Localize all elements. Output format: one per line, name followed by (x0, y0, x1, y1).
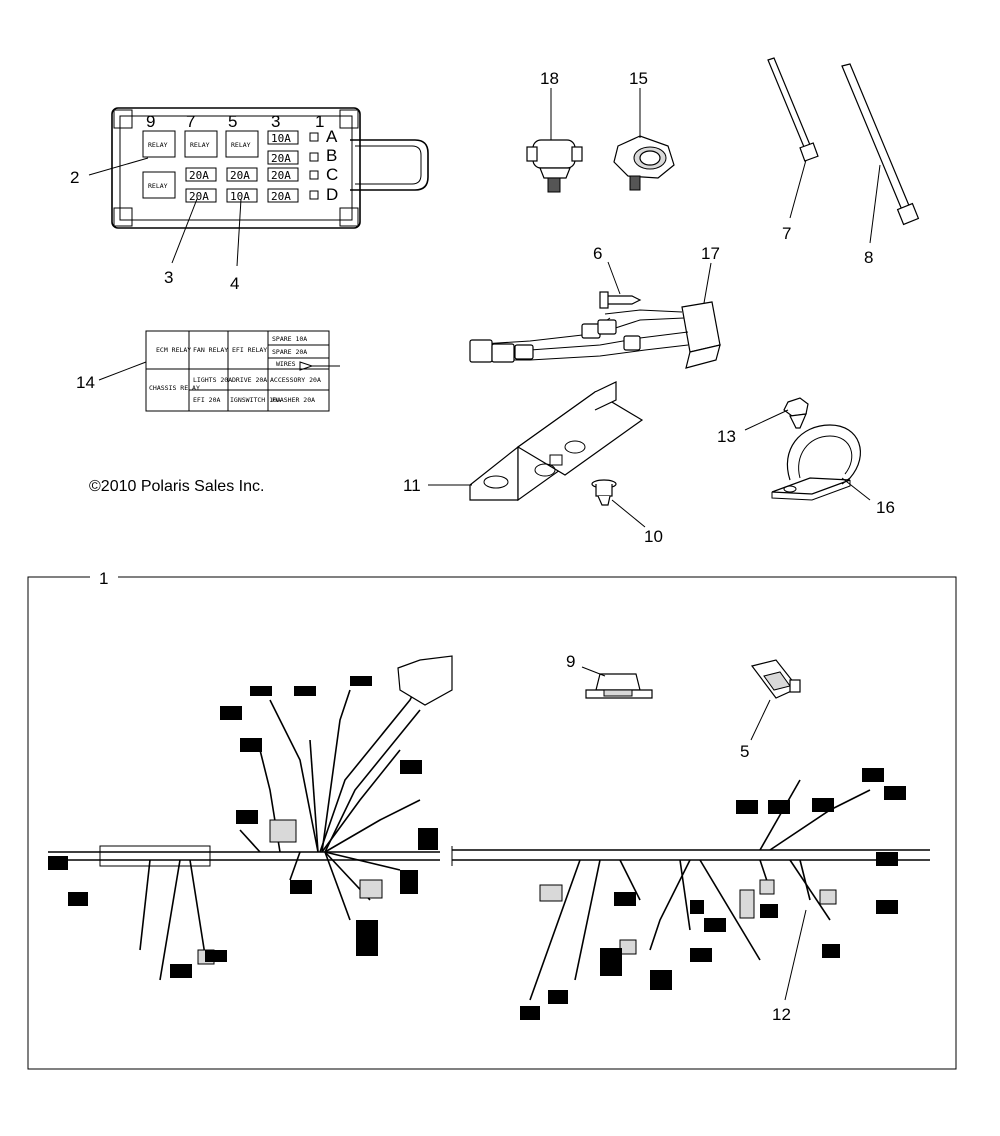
harness-tags (48, 676, 906, 1020)
harness-module-17 (469, 291, 721, 369)
callout-8: 8 (864, 248, 873, 267)
decal-ecm: ECM RELAY (156, 346, 191, 354)
relay-label-2: RELAY (190, 141, 210, 149)
harness-left (48, 655, 453, 981)
fuse-decal: ECM RELAY FAN RELAY EFI RELAY SPARE 10A … (145, 330, 340, 412)
p-clamp-16 (771, 424, 861, 501)
connector-5 (750, 659, 801, 699)
fuse-7: 10A (230, 190, 250, 203)
decal-accessory: ACCESSORY 20A (270, 376, 321, 384)
decal-efi: EFI RELAY (232, 346, 267, 354)
callout-6: 6 (593, 244, 602, 263)
callout-11: 11 (403, 476, 421, 495)
copyright: ©2010 Polaris Sales Inc. (89, 478, 264, 495)
fuse-box-col-5: 5 (228, 112, 237, 131)
decal-spare10: SPARE 10A (272, 335, 307, 343)
fuse-box-col-3: 3 (271, 112, 280, 131)
callout-18: 18 (540, 69, 559, 88)
decal-lights: LIGHTS 20A (193, 376, 232, 384)
callout-16: 16 (876, 498, 895, 517)
fuse-4: 20A (230, 169, 250, 182)
callout-7: 7 (782, 224, 791, 243)
screw-13 (783, 397, 809, 429)
decal-drive: DRIVE 20A (232, 376, 267, 384)
decal-flasher: FLASHER 20A (272, 396, 315, 404)
row-letter-a: A (326, 127, 338, 146)
bracket-11 (469, 381, 644, 502)
decal-ignswitch: IGNSWITCH 10A (230, 396, 281, 404)
fuse-8: 20A (271, 190, 291, 203)
harness-right (451, 779, 930, 1001)
decal-spare20: SPARE 20A (272, 348, 307, 356)
decal-chassis: CHASSIS RELAY (149, 384, 200, 392)
callout-15: 15 (629, 69, 648, 88)
callout-2: 2 (70, 168, 79, 187)
fuse-6: 20A (189, 190, 209, 203)
relay-9 (585, 673, 653, 699)
relay-label-1: RELAY (148, 141, 168, 149)
fuse-box-col-9: 9 (146, 112, 155, 131)
callout-4: 4 (230, 274, 239, 293)
connector-15 (613, 135, 675, 191)
callout-10: 10 (644, 527, 663, 546)
harness-frame (27, 576, 957, 1070)
callout-13: 13 (717, 427, 736, 446)
fuse-2: 20A (271, 152, 291, 165)
fuse-3: 20A (189, 169, 209, 182)
cable-tie-8 (841, 63, 920, 226)
wire-clip-18 (526, 125, 583, 193)
fuse-5: 20A (271, 169, 291, 182)
row-letter-c: C (326, 165, 338, 184)
decal-efi20: EFI 20A (193, 396, 220, 404)
callout-5: 5 (740, 742, 749, 761)
push-pin-10 (591, 479, 617, 506)
callout-9: 9 (566, 652, 575, 671)
row-letter-d: D (326, 185, 338, 204)
callout-14: 14 (76, 373, 95, 392)
cable-tie-7 (767, 57, 819, 162)
decal-wires: WIRES (276, 360, 296, 368)
callout-1: 1 (99, 569, 108, 588)
fuse-box: 9 7 5 3 1 RELAY RELAY RELAY RELAY 10A 20… (111, 107, 429, 229)
fuse-box-col-1: 1 (315, 112, 324, 131)
row-letter-b: B (326, 146, 337, 165)
callout-17: 17 (701, 244, 720, 263)
callout-3: 3 (164, 268, 173, 287)
fuse-box-col-7: 7 (186, 112, 195, 131)
relay-label-3: RELAY (231, 141, 251, 149)
relay-label-4: RELAY (148, 182, 168, 190)
fuse-1: 10A (271, 132, 291, 145)
callout-12: 12 (772, 1005, 791, 1024)
decal-fan: FAN RELAY (193, 346, 228, 354)
